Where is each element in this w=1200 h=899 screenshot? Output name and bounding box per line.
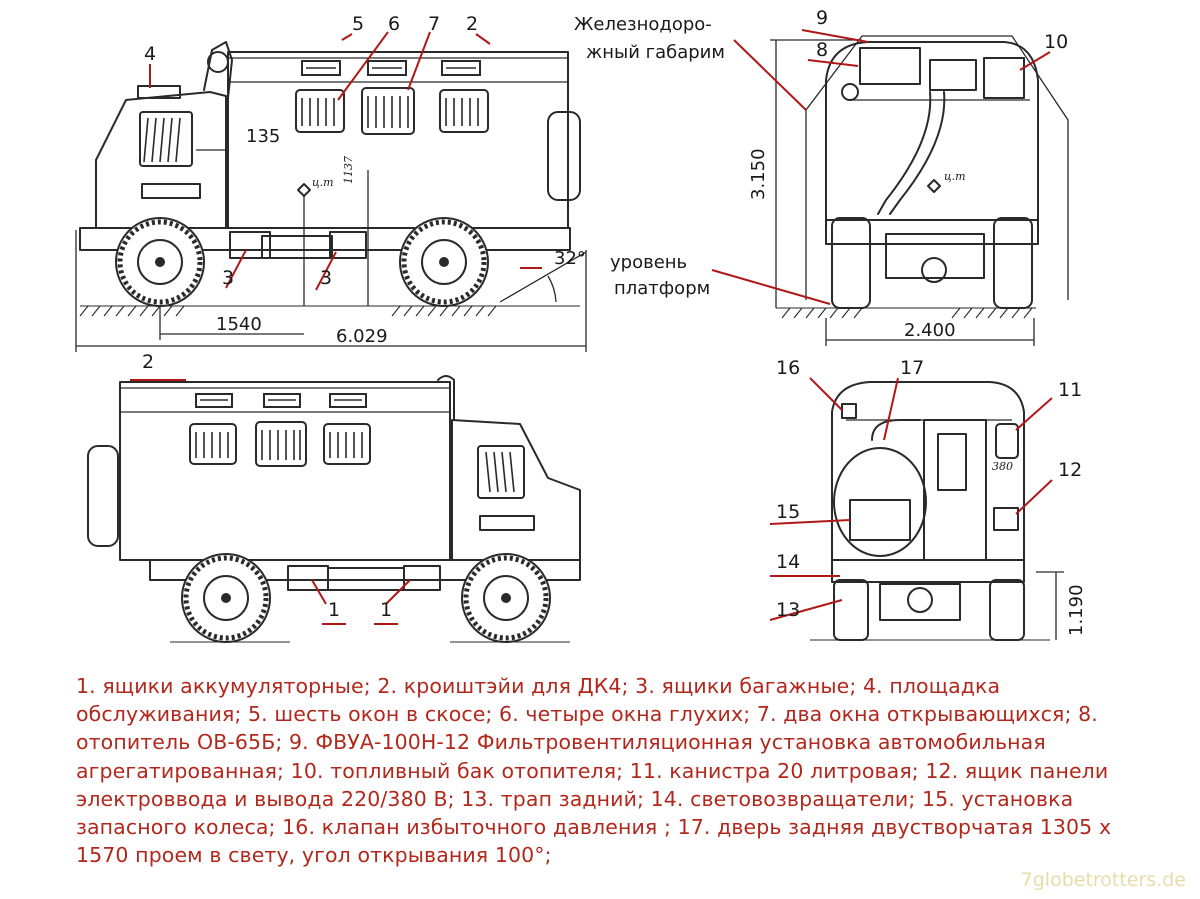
label-5: 5 <box>352 13 364 35</box>
label-12: 12 <box>1058 459 1082 481</box>
dim-2400: 2.400 <box>904 320 956 341</box>
side-view-right <box>87 375 581 643</box>
watermark: 7globetrotters.de <box>1020 869 1186 891</box>
dim-32-degree: 32° <box>554 248 586 269</box>
rear-view: 380 <box>769 377 1064 641</box>
dim-135: 135 <box>246 126 280 147</box>
platform-note-1: уровень <box>610 252 687 273</box>
cg-label-side: ц.т <box>312 176 334 189</box>
label-16: 16 <box>776 357 800 379</box>
label-15: 15 <box>776 501 800 523</box>
label-7: 7 <box>428 13 440 35</box>
cg-label-front: ц.т <box>944 170 966 183</box>
dim-1540: 1540 <box>216 314 262 335</box>
label-11: 11 <box>1058 379 1082 401</box>
rear-panel-marking: 380 <box>992 460 1013 473</box>
label-14: 14 <box>776 551 800 573</box>
label-4: 4 <box>144 43 156 65</box>
dim-1137: 1137 <box>342 156 355 184</box>
label-17: 17 <box>900 357 924 379</box>
label-2-top: 2 <box>466 13 478 35</box>
label-1-right: 1 <box>380 599 392 621</box>
label-8: 8 <box>816 39 828 61</box>
dim-6029: 6.029 <box>336 326 388 347</box>
platform-note-2: платформ <box>614 278 710 299</box>
dim-1190: 1.190 <box>1066 584 1087 636</box>
dim-3150: 3.150 <box>748 148 769 200</box>
rail-gauge-note-2: жный габарим <box>586 42 725 63</box>
parts-legend: 1. ящики аккумуляторные; 2. кроиштэйи дл… <box>76 674 1112 868</box>
front-view: ц.т <box>711 29 1069 346</box>
label-6: 6 <box>388 13 400 35</box>
label-2-bottom: 2 <box>142 351 154 373</box>
label-1-left: 1 <box>328 599 340 621</box>
label-3-right: 3 <box>320 267 332 289</box>
side-view-left <box>75 31 587 352</box>
rail-gauge-note-1: Железнодоро- <box>574 14 712 35</box>
label-9: 9 <box>816 7 828 29</box>
label-13: 13 <box>776 599 800 621</box>
label-10: 10 <box>1044 31 1068 53</box>
label-3-left: 3 <box>222 267 234 289</box>
